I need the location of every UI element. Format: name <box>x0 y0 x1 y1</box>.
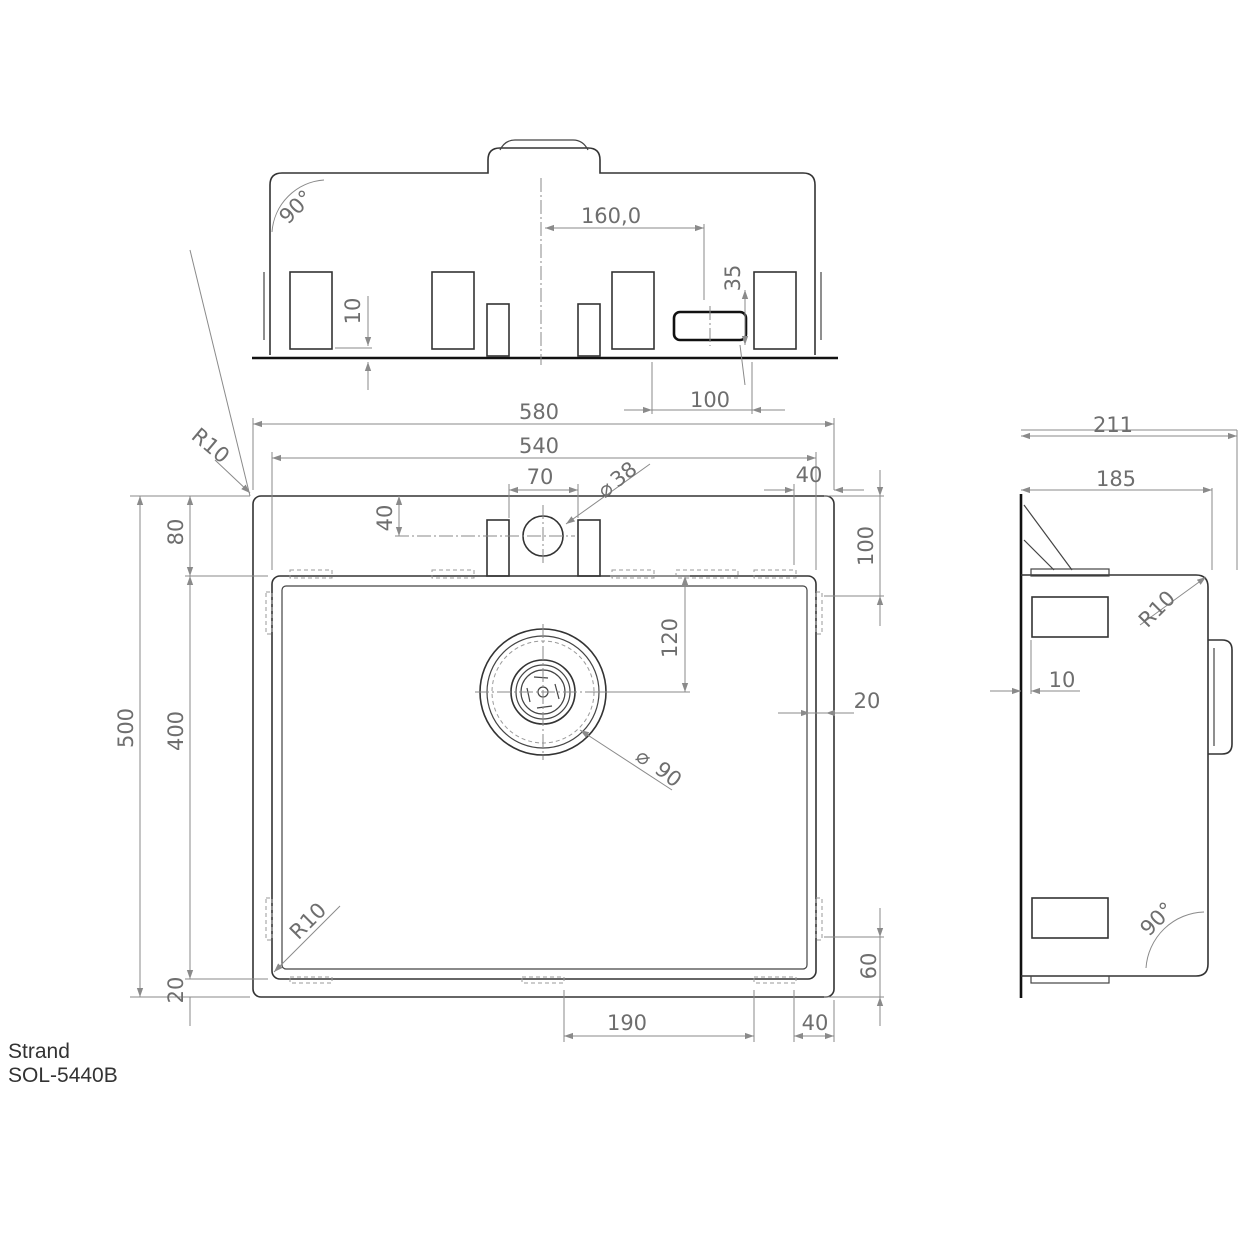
model-caption: Strand SOL-5440B <box>8 1040 118 1088</box>
dim-bottom-spacing: 190 <box>607 1011 647 1035</box>
dim-overall-depth: 500 <box>114 708 138 748</box>
dim-radius-top: R10 <box>187 423 234 468</box>
dim-hole-offset: 40 <box>373 505 397 532</box>
dim-flange: 20 <box>854 689 881 713</box>
brand-name: Strand <box>8 1040 70 1063</box>
dim-bowl-depth: 400 <box>164 711 188 751</box>
plan-view: 580 540 70 ⌀ 38 40 R10 40 500 400 80 20 … <box>114 249 884 1042</box>
dim-thickness: 10 <box>341 298 365 325</box>
dim-side-bowl-height: 185 <box>1096 467 1136 491</box>
dim-hole-spacing: 70 <box>527 465 554 489</box>
dim-spacing: 160,0 <box>581 204 641 228</box>
model-number: SOL-5440B <box>8 1064 118 1087</box>
dim-height: 35 <box>721 265 745 292</box>
dim-bowl-width: 540 <box>519 434 559 458</box>
top-view: 90° 160,0 35 10 100 <box>252 139 838 414</box>
dim-bottom-side: 40 <box>802 1011 829 1035</box>
side-view: 211 185 R10 10 90° <box>990 413 1238 998</box>
dim-right-offset: 100 <box>854 526 878 566</box>
dim-side-overall-height: 211 <box>1093 413 1133 437</box>
dim-side-angle: 90° <box>1135 897 1178 940</box>
diameter-icon: ⌀ <box>631 744 656 771</box>
dim-offset: 100 <box>690 388 730 412</box>
dim-side-radius: R10 <box>1134 586 1180 632</box>
dim-side-flange: 10 <box>1049 668 1076 692</box>
dim-angle-top: 90° <box>274 185 317 228</box>
dim-bottom-right-offset: 60 <box>857 953 881 980</box>
dim-side-margin: 40 <box>796 463 823 487</box>
dim-drain-diameter: 90 <box>650 757 686 792</box>
dim-overall-width: 580 <box>519 400 559 424</box>
dim-top-margin: 80 <box>164 519 188 546</box>
dim-drain-offset: 120 <box>658 618 682 658</box>
dim-bottom-margin: 20 <box>164 977 188 1004</box>
dim-radius-bottom: R10 <box>285 898 331 944</box>
